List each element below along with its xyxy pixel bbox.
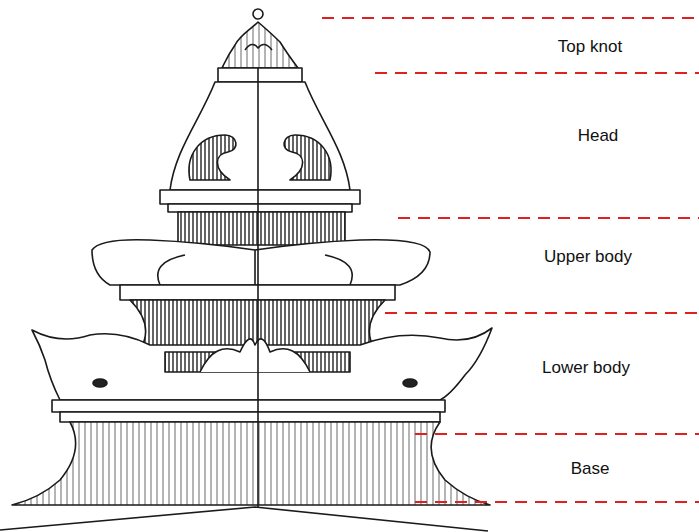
part-label: Lower body [542, 358, 630, 378]
part-label: Head [578, 126, 619, 146]
divider-lines [322, 18, 699, 502]
part-label: Top knot [558, 37, 622, 57]
part-label: Base [571, 459, 610, 479]
part-label: Upper body [544, 247, 632, 267]
